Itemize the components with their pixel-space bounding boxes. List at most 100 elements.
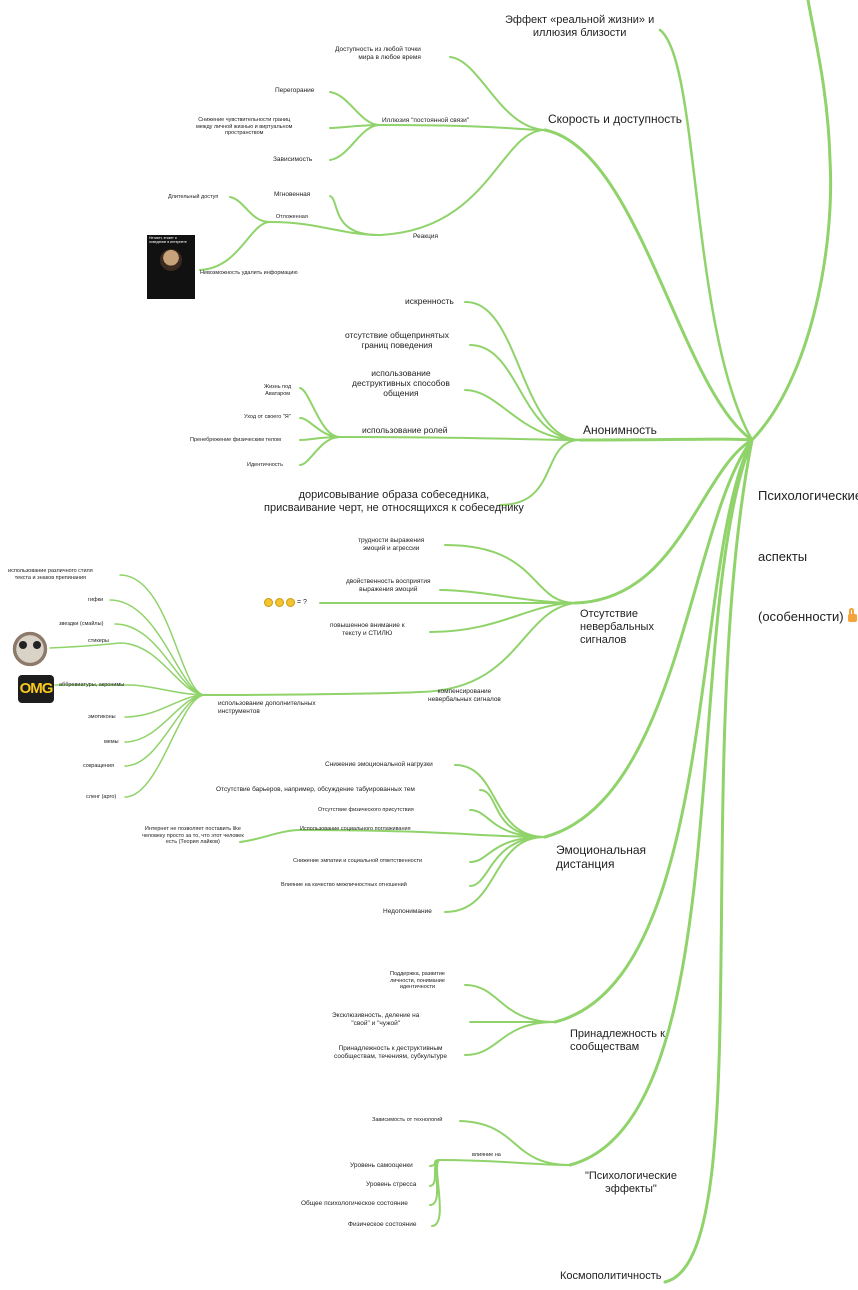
node-no-bounds: отсутствие общепринятых границ поведения [345,330,449,351]
connector-line [204,691,421,696]
connector-line [229,196,271,223]
node-presence: Отсутствие физического присутствия [318,807,414,813]
connector-line [454,764,546,838]
node-tools: использование дополнительных инструменто… [218,700,316,715]
connector-line [49,642,121,649]
connector-line [479,789,546,838]
connector-line [119,642,206,696]
connector-line [119,574,206,696]
branch-belonging: Принадлежность к сообществам [570,1028,665,1054]
central-topic-line3: (особенности) [758,609,844,625]
connector-line [329,124,381,161]
connector-line [459,1120,571,1166]
node-addiction: Зависимость [273,156,313,163]
node-quality: Влияние на качество межличностных отноше… [281,882,407,888]
connector-line [299,829,546,838]
node-long-access: Длительный доступ [168,194,219,200]
cat-sticker-image [12,627,48,667]
node-stickers: стикеры [88,638,109,644]
branch-imagination: дорисовывание образа собеседника, присва… [264,489,524,515]
node-sincerity: искренность [405,296,454,306]
trunk-emotional [543,438,754,839]
node-gifs: гифки [88,597,104,603]
node-boundaries: Снижение чувствительности границ между л… [196,117,293,137]
node-misunderstand: Недопонимание [383,908,432,915]
trunk-speed [543,128,754,442]
book-cover-portrait [160,248,182,271]
connector-line [124,694,206,767]
connector-line [469,836,546,863]
smiley-icon-3 [286,598,295,607]
node-like: Интернет не позволяет поставить like чел… [142,826,244,846]
connector-line [339,436,581,441]
node-neglect: Пренебрежение физическим телом [190,437,281,443]
trunk-top [750,0,833,442]
connector-line [329,195,381,237]
node-burnout: Перегорание [275,87,315,94]
node-emotion: трудности выражения эмоций и агрессии [358,537,425,552]
trunk-effect [658,28,754,442]
node-identity: Идентичность [247,462,283,468]
cat-eye-left [19,641,27,649]
node-tech: Зависимость от технологий [372,1117,443,1123]
node-attention: повышенное внимание к тексту и СТИЛЮ [330,622,405,637]
node-illusion: Иллюзия "постоянной связи" [382,117,470,124]
connector-line [299,436,341,466]
connector-line [469,836,546,887]
node-styles: использование различного стиля текста и … [8,568,93,581]
equals-icon: = ? [297,599,307,606]
cat-eye-right [33,641,41,649]
node-selfesteem: Уровень самооценки [350,1162,413,1169]
connector-line [114,623,206,696]
central-topic-line1: Психологические [758,488,858,504]
connector-line [199,221,271,271]
book-cover-text: Нетикет, этикет и поведение в интернете [149,236,187,244]
lock-icon [847,608,857,623]
node-emoji: звездки (смайлы) [59,621,104,627]
node-exclusive: Эксклюзивность, деление на "свой" и "чуж… [332,1012,420,1027]
node-ambivalence: двойственность восприятия выражения эмоц… [346,578,431,593]
connector-line [124,694,206,798]
branch-effect: Эффект «реальной жизни» и иллюзия близос… [505,14,655,40]
connector-line [464,1021,556,1056]
node-cant-delete: Невозможность удалить информацию [200,270,298,276]
emoji-row: = ? [264,598,307,607]
trunk-psy [568,438,754,1167]
connector-line [469,344,581,441]
node-affects: влияние на [472,1152,501,1158]
node-escape: Уход от своего "Я" [244,414,291,420]
node-destructive: использование деструктивных способов общ… [352,368,450,399]
connector-line [431,1159,441,1227]
connector-line [429,602,576,633]
smiley-icon-2 [275,598,284,607]
node-emoticons: эмотиконы [88,714,116,720]
node-social: Использование социального поглаживания [300,826,411,832]
node-access: Доступность из любой точки мира в любое … [335,46,421,61]
central-topic-line3-wrap: (особенности) [758,607,858,627]
connector-line [449,56,546,131]
branch-psy-effects: "Психологические эффекты" [585,1170,677,1196]
node-compensation: компенсирование невербальных сигналов [428,688,501,703]
connector-line [439,1159,571,1166]
trunk-anonymity [578,437,754,442]
connector-line [329,91,381,126]
connector-line [499,439,581,506]
node-stress-reduction: Снижение эмоциональной нагрузки [325,761,433,768]
node-stress-level: Уровень стресса [366,1181,417,1188]
connector-line [109,599,206,696]
node-slang: сленг (арго) [86,794,117,800]
branch-speed: Скорость и доступность [548,112,683,126]
omg-sticker-image: OMG [18,675,54,703]
book-cover-image: Нетикет, этикет и поведение в интернете [147,235,195,299]
connector-line [379,124,546,131]
central-topic-line2: аспекты [758,548,808,564]
node-memes: мемы [104,739,119,745]
trunk-nonverbal [573,438,754,605]
node-barriers: Отсутствие барьеров, например, обсуждени… [216,786,415,793]
connector-line [464,389,581,441]
node-empathy: Снижение эмпатии и социальной ответствен… [293,858,423,864]
node-support: Поддержка, развитие личности, понимание … [390,971,445,991]
connector-line [239,829,301,843]
connector-line [439,589,576,604]
